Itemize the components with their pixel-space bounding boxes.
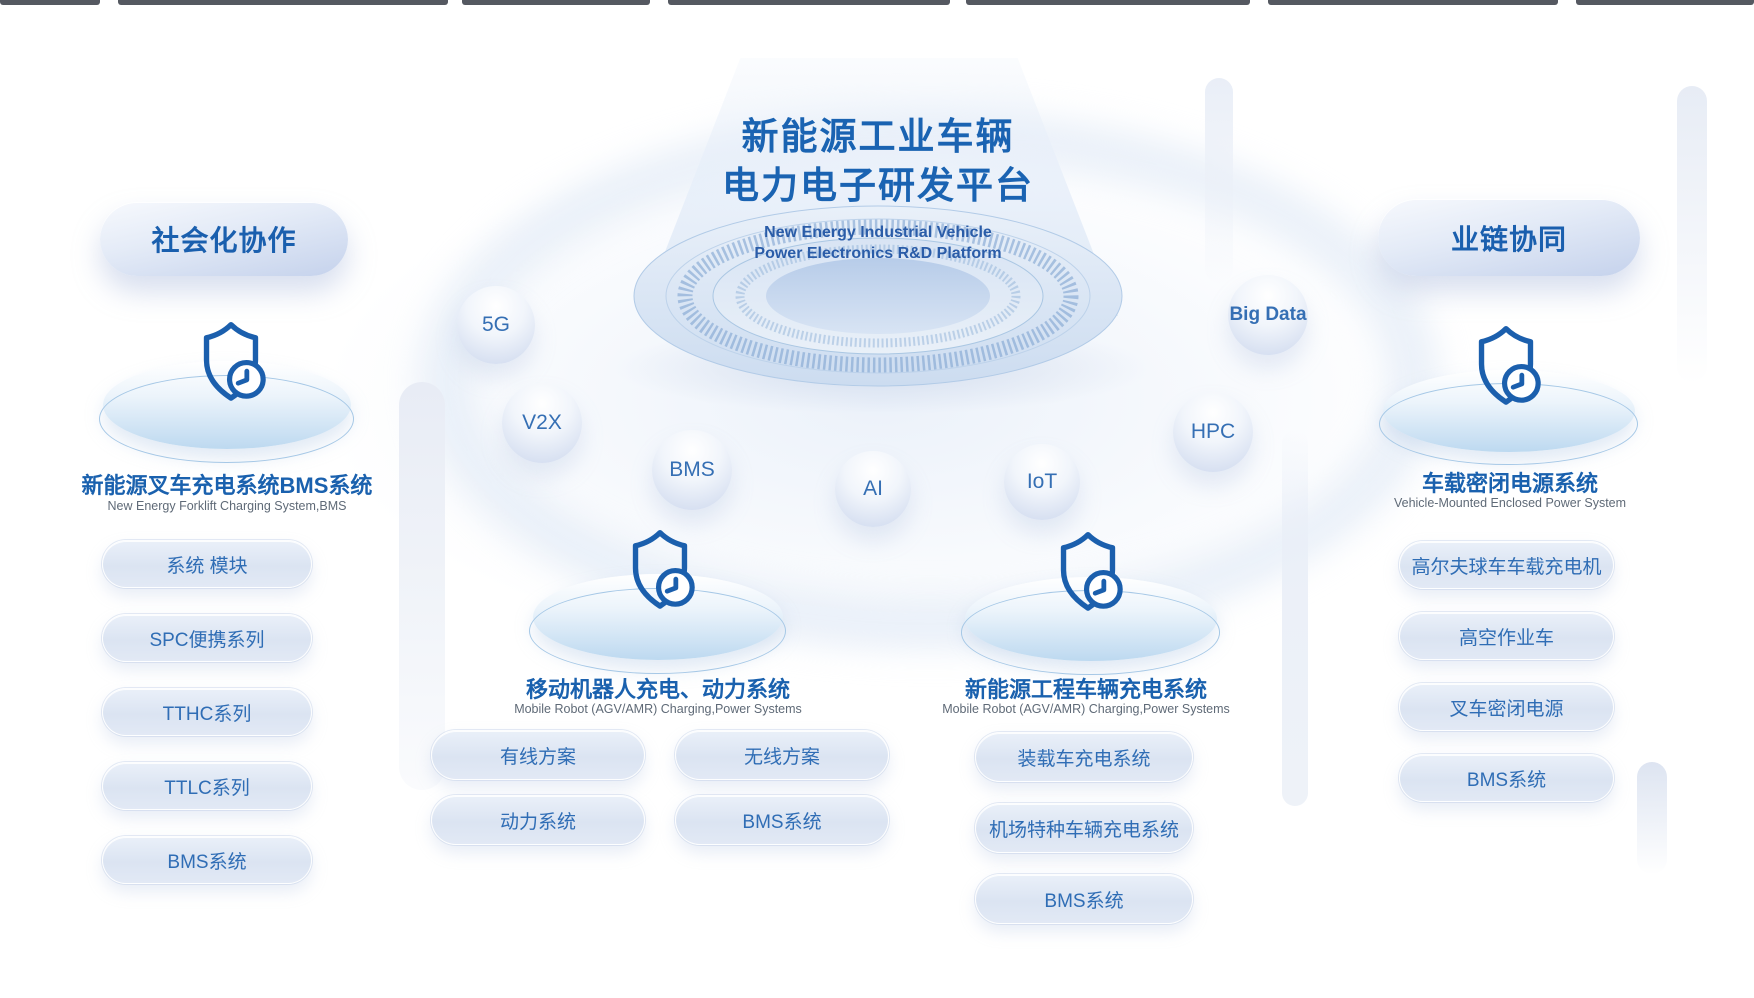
platform-disc bbox=[614, 205, 1150, 414]
product-pill: BMS系统 bbox=[1399, 754, 1614, 802]
group-title-forklift-bms: 新能源叉车充电系统BMS系统 bbox=[81, 473, 373, 498]
top-strip-segment bbox=[0, 0, 100, 5]
platform-subtitle: New Energy Industrial Vehicle Power Elec… bbox=[578, 222, 1178, 264]
platform-subtitle-line2: Power Electronics R&D Platform bbox=[754, 245, 1002, 262]
right-product-list: 高尔夫球车车载充电机高空作业车叉车密闭电源 BMS系统 bbox=[1399, 541, 1614, 802]
product-pill: 动力系统 bbox=[431, 795, 645, 845]
top-strip-segment bbox=[668, 0, 950, 5]
top-strip-segment bbox=[1576, 0, 1754, 5]
decor-capsule bbox=[1282, 430, 1308, 806]
tech-bubble: HPC bbox=[1173, 392, 1253, 472]
top-strip-segment bbox=[1268, 0, 1558, 5]
shield-clock-icon bbox=[1458, 320, 1554, 416]
product-pill: BMS系统 bbox=[675, 795, 889, 845]
platform-subtitle-line1: New Energy Industrial Vehicle bbox=[764, 224, 992, 241]
group-title-mobile-robot: 移动机器人充电、动力系统 bbox=[525, 677, 790, 702]
header-pill-industry-chain: 业链协同 bbox=[1378, 199, 1640, 276]
product-pill: SPC便携系列 bbox=[102, 614, 312, 662]
top-strip-segment bbox=[118, 0, 448, 5]
platform-title: 新能源工业车辆 电力电子研发平台 bbox=[578, 112, 1178, 210]
group-subtitle-enclosed-power: Vehicle-Mounted Enclosed Power System bbox=[1393, 496, 1627, 510]
tech-bubble: AI bbox=[835, 451, 911, 527]
product-pill: 叉车密闭电源 bbox=[1399, 683, 1614, 731]
shield-clock-icon bbox=[183, 316, 279, 412]
platform-title-line2: 电力电子研发平台 bbox=[722, 165, 1034, 206]
product-pill: 机场特种车辆充电系统 bbox=[975, 803, 1193, 853]
header-pill-social-collaboration: 社会化协作 bbox=[100, 202, 348, 276]
top-strip-segment bbox=[966, 0, 1250, 5]
decor-capsule bbox=[1637, 762, 1667, 874]
decor-capsule bbox=[399, 382, 445, 790]
product-pill: 装载车充电系统 bbox=[975, 732, 1193, 782]
product-pill: 高尔夫球车车载充电机 bbox=[1399, 541, 1614, 589]
product-pill: BMS系统 bbox=[102, 836, 312, 884]
group-title-enclosed-power: 车载密闭电源系统 bbox=[1421, 471, 1598, 496]
product-pill: BMS系统 bbox=[975, 874, 1193, 924]
group-subtitle-mobile-robot: Mobile Robot (AGV/AMR) Charging,Power Sy… bbox=[514, 702, 802, 716]
group-subtitle-forklift-bms: New Energy Forklift Charging System,BMS bbox=[107, 499, 347, 513]
platform-title-line1: 新能源工业车辆 bbox=[741, 116, 1015, 157]
shield-clock-icon bbox=[612, 524, 708, 620]
product-pill: 系统 模块 bbox=[102, 540, 312, 588]
mid-left-product-grid: 有线方案无线方案动力系统 BMS系统 bbox=[431, 730, 889, 845]
product-pill: 无线方案 bbox=[675, 730, 889, 780]
tech-bubble: Big Data bbox=[1228, 275, 1308, 355]
product-pill: 有线方案 bbox=[431, 730, 645, 780]
product-pill: 高空作业车 bbox=[1399, 612, 1614, 660]
tech-bubble: BMS bbox=[652, 430, 732, 510]
shield-clock-icon bbox=[1040, 526, 1136, 622]
group-title-engineering-vehicle: 新能源工程车辆充电系统 bbox=[964, 677, 1207, 702]
left-product-list: 系统 模块 SPC便携系列 TTHC系列 TTLC系列 BMS系统 bbox=[102, 540, 312, 884]
decor-capsule bbox=[1205, 78, 1233, 283]
tech-bubble: IoT bbox=[1004, 444, 1080, 520]
tech-bubble: 5G bbox=[457, 286, 535, 364]
decor-capsule bbox=[1677, 86, 1707, 382]
product-pill: TTHC系列 bbox=[102, 688, 312, 736]
pedestal-ellipse bbox=[99, 361, 355, 464]
mid-right-product-list: 装载车充电系统机场特种车辆充电系统 BMS系统 bbox=[975, 732, 1193, 924]
tech-bubble: V2X bbox=[502, 383, 582, 463]
top-strip-segment bbox=[462, 0, 650, 5]
group-subtitle-engineering-vehicle: Mobile Robot (AGV/AMR) Charging,Power Sy… bbox=[942, 702, 1230, 716]
product-pill: TTLC系列 bbox=[102, 762, 312, 810]
